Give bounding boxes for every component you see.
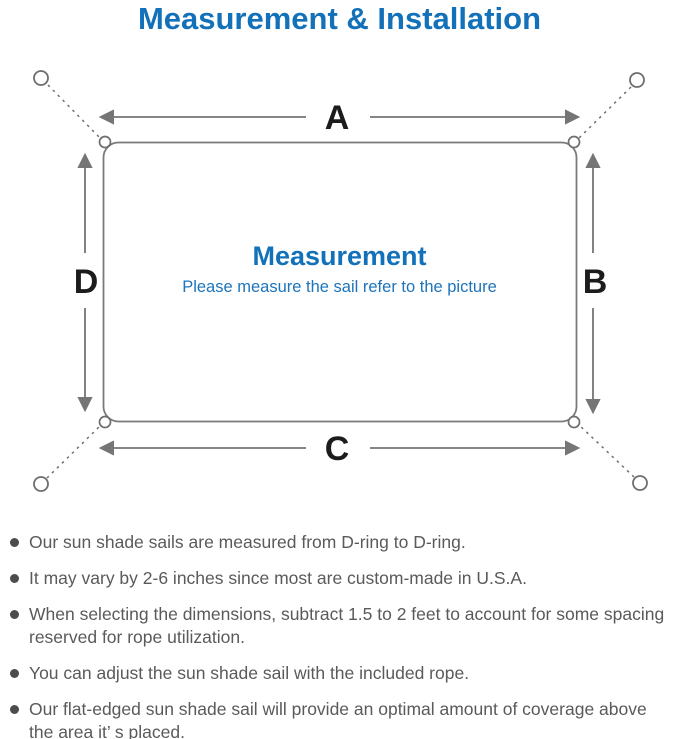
list-item: It may vary by 2-6 inches since most are… <box>10 567 673 590</box>
page-title: Measurement & Installation <box>137 1 542 36</box>
bullet-icon <box>10 610 19 619</box>
bullet-icon <box>10 574 19 583</box>
d-ring-icon-top-left <box>98 135 112 149</box>
list-item-text: Our sun shade sails are measured from D-… <box>29 532 466 552</box>
measurement-note: Measurement Please measure the sail refe… <box>103 241 576 297</box>
anchor-point-icon-top-left <box>33 70 49 86</box>
dim-a-label: A <box>325 99 350 137</box>
list-item-text: You can adjust the sun shade sail with t… <box>29 663 470 683</box>
bullet-icon <box>10 669 19 678</box>
anchor-point-icon-top-right <box>629 72 645 88</box>
d-ring-icon-bottom-left <box>98 415 112 429</box>
rope-dashed-line-top-right <box>576 86 632 141</box>
list-item: When selecting the dimensions, subtract … <box>10 603 673 649</box>
d-ring-icon-top-right <box>567 135 581 149</box>
list-item: You can adjust the sun shade sail with t… <box>10 662 673 685</box>
anchor-point-icon-bottom-left <box>33 476 49 492</box>
measurement-heading: Measurement <box>252 241 427 271</box>
list-item: Our flat-edged sun shade sail will provi… <box>10 698 673 739</box>
rope-dashed-line-bottom-left <box>46 423 103 479</box>
sail-measurement-diagram: A B C D <box>33 70 648 492</box>
anchor-point-icon-bottom-right <box>632 475 648 491</box>
bullet-icon <box>10 538 19 547</box>
sail-outline <box>102 141 578 423</box>
dim-d-label: D <box>74 263 99 301</box>
list-item-text: Our flat-edged sun shade sail will provi… <box>29 699 647 739</box>
dim-b-label: B <box>583 263 608 301</box>
list-item: Our sun shade sails are measured from D-… <box>10 531 673 554</box>
dim-c-label: C <box>325 430 350 468</box>
instructions-list: Our sun shade sails are measured from D-… <box>10 531 673 739</box>
list-item-text: When selecting the dimensions, subtract … <box>29 604 665 647</box>
rope-dashed-line-top-left <box>47 84 103 141</box>
measurement-caption: Please measure the sail refer to the pic… <box>182 278 497 296</box>
list-item-text: It may vary by 2-6 inches since most are… <box>29 568 527 588</box>
rope-dashed-line-bottom-right <box>577 423 635 478</box>
d-ring-icon-bottom-right <box>567 415 581 429</box>
bullet-icon <box>10 705 19 714</box>
